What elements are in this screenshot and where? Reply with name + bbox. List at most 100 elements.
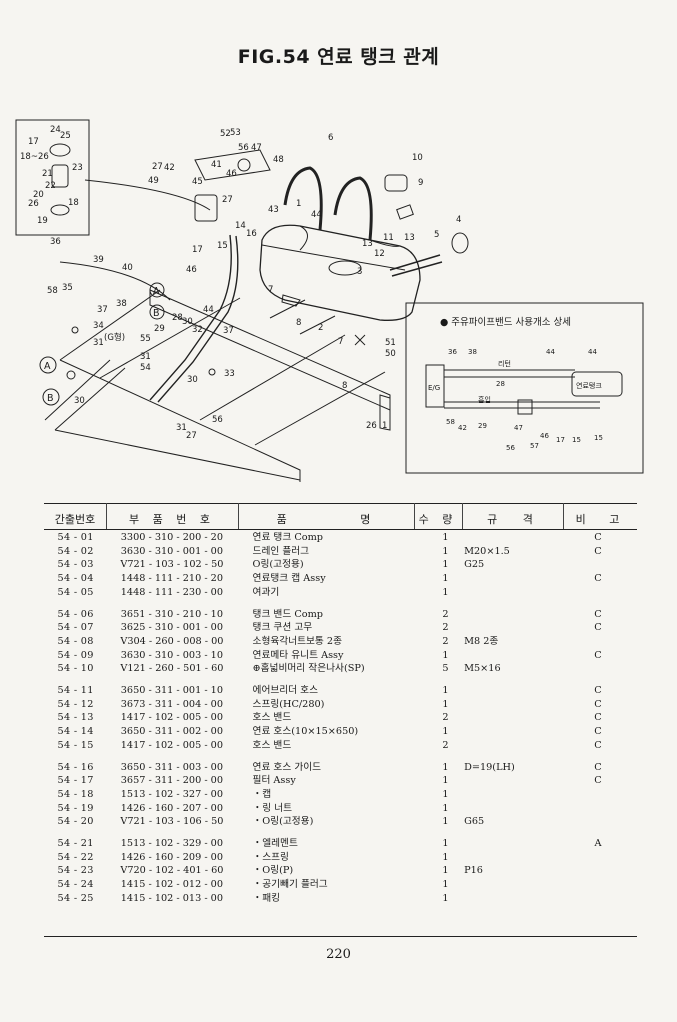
inset-title: ● 주유파이프밴드 사용개소 상세 <box>440 317 571 328</box>
cell-quantity: 5 <box>442 663 449 675</box>
part-label-22: 22 <box>45 181 56 191</box>
cell-part-number: 1415 - 102 - 013 - 00 <box>120 892 224 904</box>
cell-part-number: 3651 - 310 - 210 - 10 <box>120 608 224 620</box>
cell-spec <box>460 572 559 586</box>
cell-part-name: 탱크 밴드 Comp <box>252 608 323 620</box>
cell-remarks: C <box>594 739 602 751</box>
inset-bottom-num-0: 58 <box>446 418 455 426</box>
cell-spec <box>460 698 559 712</box>
part-label-15: 15 <box>217 241 228 251</box>
part-label-24: 24 <box>50 125 61 135</box>
cell-quantity: 1 <box>442 788 449 800</box>
part-label-8b: 8 <box>342 381 347 391</box>
part-label-18: 18 <box>68 198 79 208</box>
cell-quantity: 1 <box>442 802 449 814</box>
cell-ref-no: 54 - 13 <box>57 712 94 724</box>
part-label-31b: 31 <box>140 352 151 362</box>
figure-title: FIG.54 연료 탱크 관계 <box>237 46 440 68</box>
cell-remarks <box>559 802 637 816</box>
part-label-27: 27 <box>152 162 163 172</box>
cell-part-number: 3650 - 311 - 001 - 10 <box>120 685 224 697</box>
cell-ref-no: 54 - 12 <box>57 698 94 710</box>
part-label-13: 13 <box>404 233 415 243</box>
cell-part-name: 여과기 <box>252 586 280 598</box>
cell-part-name: 드레인 플러그 <box>252 545 310 557</box>
inset-bottom-num-7: 15 <box>594 434 603 442</box>
cell-part-name: 호스 밴드 <box>252 739 292 751</box>
cell-spec <box>460 725 559 739</box>
part-label-50: 50 <box>385 349 396 359</box>
inset-tank-label: 연료탱크 <box>576 381 602 390</box>
part-label-44: 44 <box>311 210 322 220</box>
table-row: 54 - 03 V721 - 103 - 102 - 50 O링(고정용) 1 G25 <box>44 558 637 572</box>
inset-top-num-3: 44 <box>588 348 597 356</box>
part-label-27b: 27 <box>222 195 233 205</box>
part-label-48: 48 <box>273 155 284 165</box>
cell-quantity: 1 <box>442 559 449 571</box>
part-label-2: 2 <box>318 323 323 333</box>
cell-ref-no: 54 - 03 <box>57 559 94 571</box>
cell-part-name: ・링 너트 <box>252 802 293 814</box>
cell-spec <box>460 878 559 892</box>
cell-part-name: O링(고정용) <box>252 559 304 571</box>
part-label-16: 16 <box>246 229 257 239</box>
cell-part-name: ・공기빼기 플러그 <box>252 879 328 891</box>
cell-quantity: 1 <box>442 698 449 710</box>
part-label-13b: 13 <box>362 239 373 249</box>
cell-part-number: 1426 - 160 - 209 - 00 <box>120 851 224 863</box>
cell-part-number: 3625 - 310 - 001 - 00 <box>120 622 224 634</box>
part-label-45: 45 <box>192 177 203 187</box>
inset-bottom-num-6: 15 <box>572 436 581 444</box>
header-ref-no: 간출번호 <box>54 513 96 526</box>
part-label-26: 26 <box>28 199 39 209</box>
part-label-53: 53 <box>230 128 241 138</box>
cell-ref-no: 54 - 09 <box>57 649 94 661</box>
cell-part-number: 3650 - 311 - 002 - 00 <box>120 726 224 738</box>
inset-eg-label: E/G <box>428 384 440 392</box>
cell-remarks: C <box>594 726 602 738</box>
cell-part-name: 연료 호스 가이드 <box>252 761 322 773</box>
part-label-7b: 7 <box>338 337 343 347</box>
group-spacer <box>44 829 637 837</box>
cell-quantity: 1 <box>442 865 449 877</box>
cell-spec: M20×1.5 <box>464 545 510 557</box>
cell-part-number: 3630 - 310 - 001 - 00 <box>120 545 224 557</box>
cell-quantity: 1 <box>442 685 449 697</box>
part-label-30c: 30 <box>74 396 85 406</box>
cell-part-number: 1415 - 102 - 012 - 00 <box>120 879 224 891</box>
cell-remarks: C <box>594 761 602 773</box>
cell-remarks: C <box>594 712 602 724</box>
cell-ref-no: 54 - 21 <box>57 838 94 850</box>
cell-ref-no: 54 - 19 <box>57 802 94 814</box>
cell-ref-no: 54 - 17 <box>57 775 94 787</box>
cell-part-name: 소형육각너트보통 2종 <box>252 635 342 647</box>
cell-remarks: C <box>594 649 602 661</box>
cell-spec <box>460 788 559 802</box>
cell-part-number: 1426 - 160 - 207 - 00 <box>120 802 224 814</box>
part-label-56: 56 <box>238 143 249 153</box>
part-label-32: 32 <box>192 325 203 335</box>
part-label-12: 12 <box>374 249 385 259</box>
fuel-tank-exploded-diagram: A B A B 24 25 17 18~26 23 21 22 20 26 18… <box>15 119 644 482</box>
cell-remarks <box>559 864 637 878</box>
cell-remarks <box>559 892 637 906</box>
table-top-rule <box>44 503 637 504</box>
cell-part-number: V121 - 260 - 501 - 60 <box>120 663 224 675</box>
cell-part-name: 필터 Assy <box>252 775 296 787</box>
cell-quantity: 1 <box>442 851 449 863</box>
part-label-6: 6 <box>328 133 333 143</box>
cell-ref-no: 54 - 24 <box>57 879 94 891</box>
cell-part-number: V721 - 103 - 102 - 50 <box>120 559 224 571</box>
cell-spec: G25 <box>464 559 485 571</box>
